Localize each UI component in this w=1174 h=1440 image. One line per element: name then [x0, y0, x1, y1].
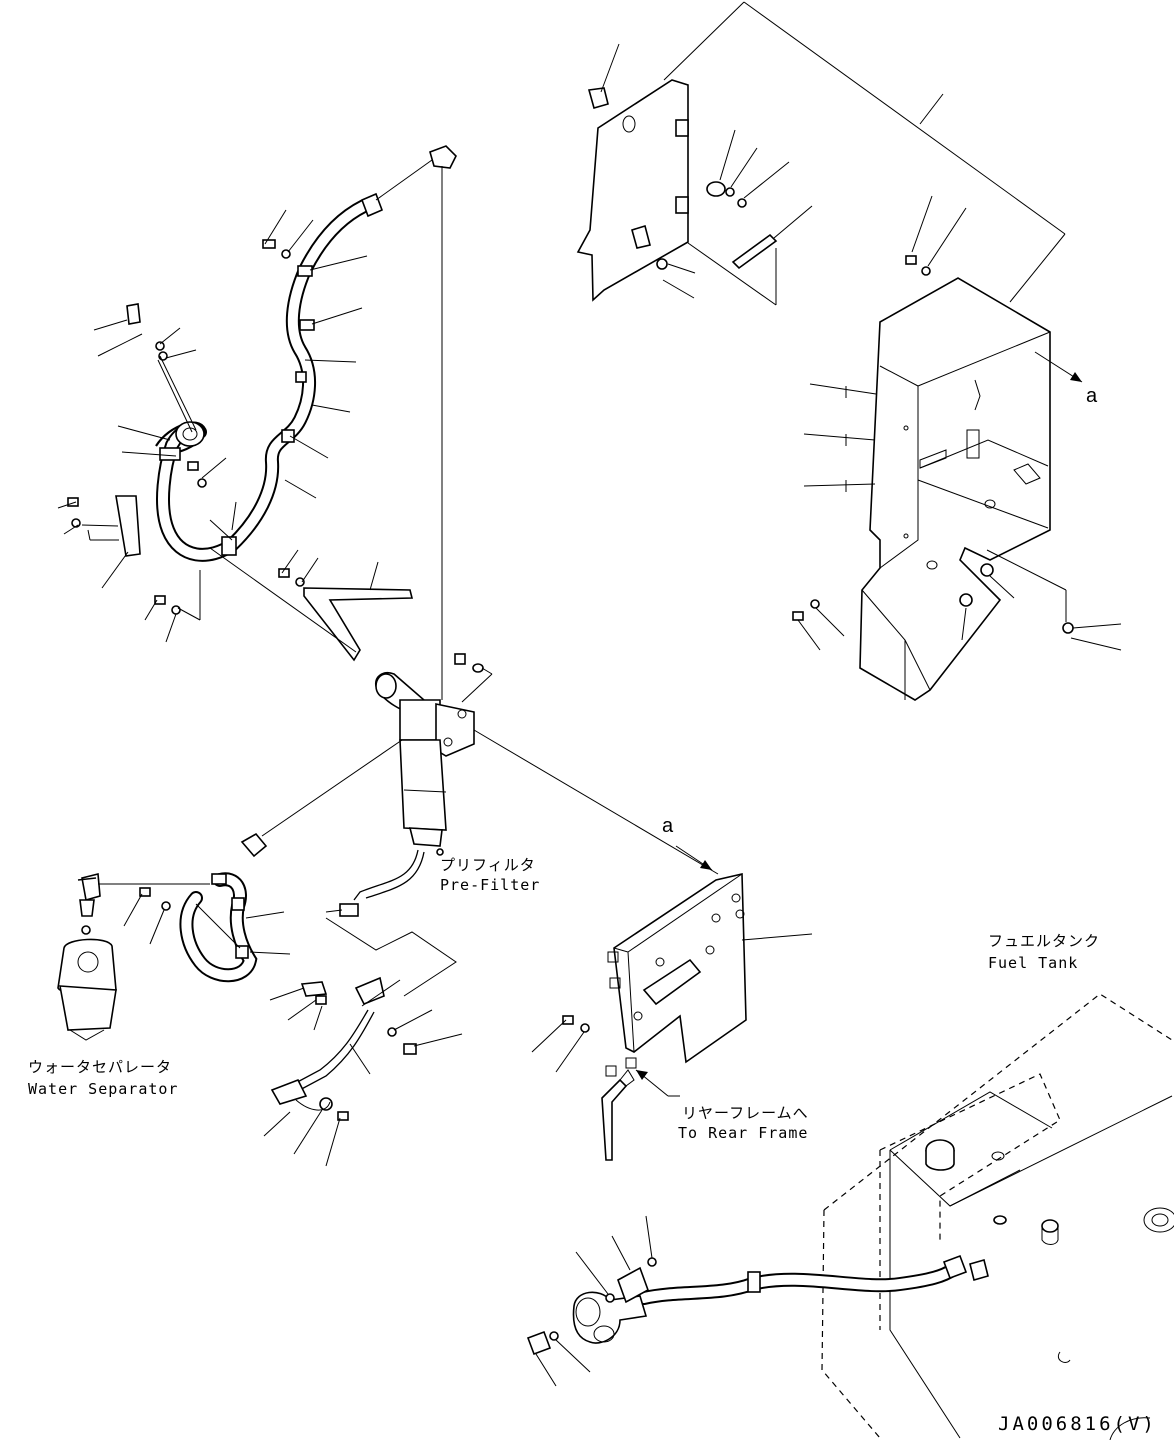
spacer-pin	[731, 233, 778, 270]
view-marker-2: a	[662, 815, 674, 837]
view-marker-1: a	[1086, 385, 1098, 407]
filter-box-cover	[859, 277, 1051, 701]
hose-fasteners	[67, 239, 414, 662]
drawing-code: JA006816(V)	[998, 1413, 1157, 1435]
hose-callouts	[57, 209, 379, 653]
cover-callouts	[600, 1, 1066, 306]
rear-frame-label-jp: リヤーフレームへ	[682, 1104, 809, 1122]
tank-return-hose	[526, 1254, 968, 1356]
cover-plate	[576, 79, 689, 302]
washer-small-2	[656, 258, 668, 270]
fuel-tank-label-en: Fuel Tank	[988, 954, 1078, 972]
mounting-bracket	[531, 873, 813, 1161]
water-separator-label-en: Water Separator	[28, 1080, 178, 1098]
box-fasteners	[792, 195, 1122, 651]
harness-callouts	[263, 979, 463, 1167]
grommet	[706, 181, 726, 197]
pre-filter	[325, 653, 493, 997]
wiring-harness	[270, 976, 417, 1121]
water-separator-callouts	[123, 893, 291, 955]
water-separator-label-jp: ウォータセパレータ	[28, 1058, 172, 1076]
fuel-hose-upper	[155, 192, 384, 562]
nut-small	[737, 198, 747, 208]
tank-hose-callouts	[535, 1215, 653, 1387]
water-separator-hose	[179, 872, 258, 983]
fuel-tank-label-jp: フュエルタンク	[988, 932, 1100, 950]
washer-small	[725, 187, 735, 197]
elbow-fitting	[375, 145, 457, 700]
prefilter-label-jp: プリフィルタ	[440, 856, 536, 874]
water-separator	[57, 832, 268, 1041]
rear-frame-label-en: To Rear Frame	[678, 1124, 808, 1142]
prefilter-label-en: Pre-Filter	[440, 876, 540, 894]
fuel-tank	[821, 993, 1174, 1440]
